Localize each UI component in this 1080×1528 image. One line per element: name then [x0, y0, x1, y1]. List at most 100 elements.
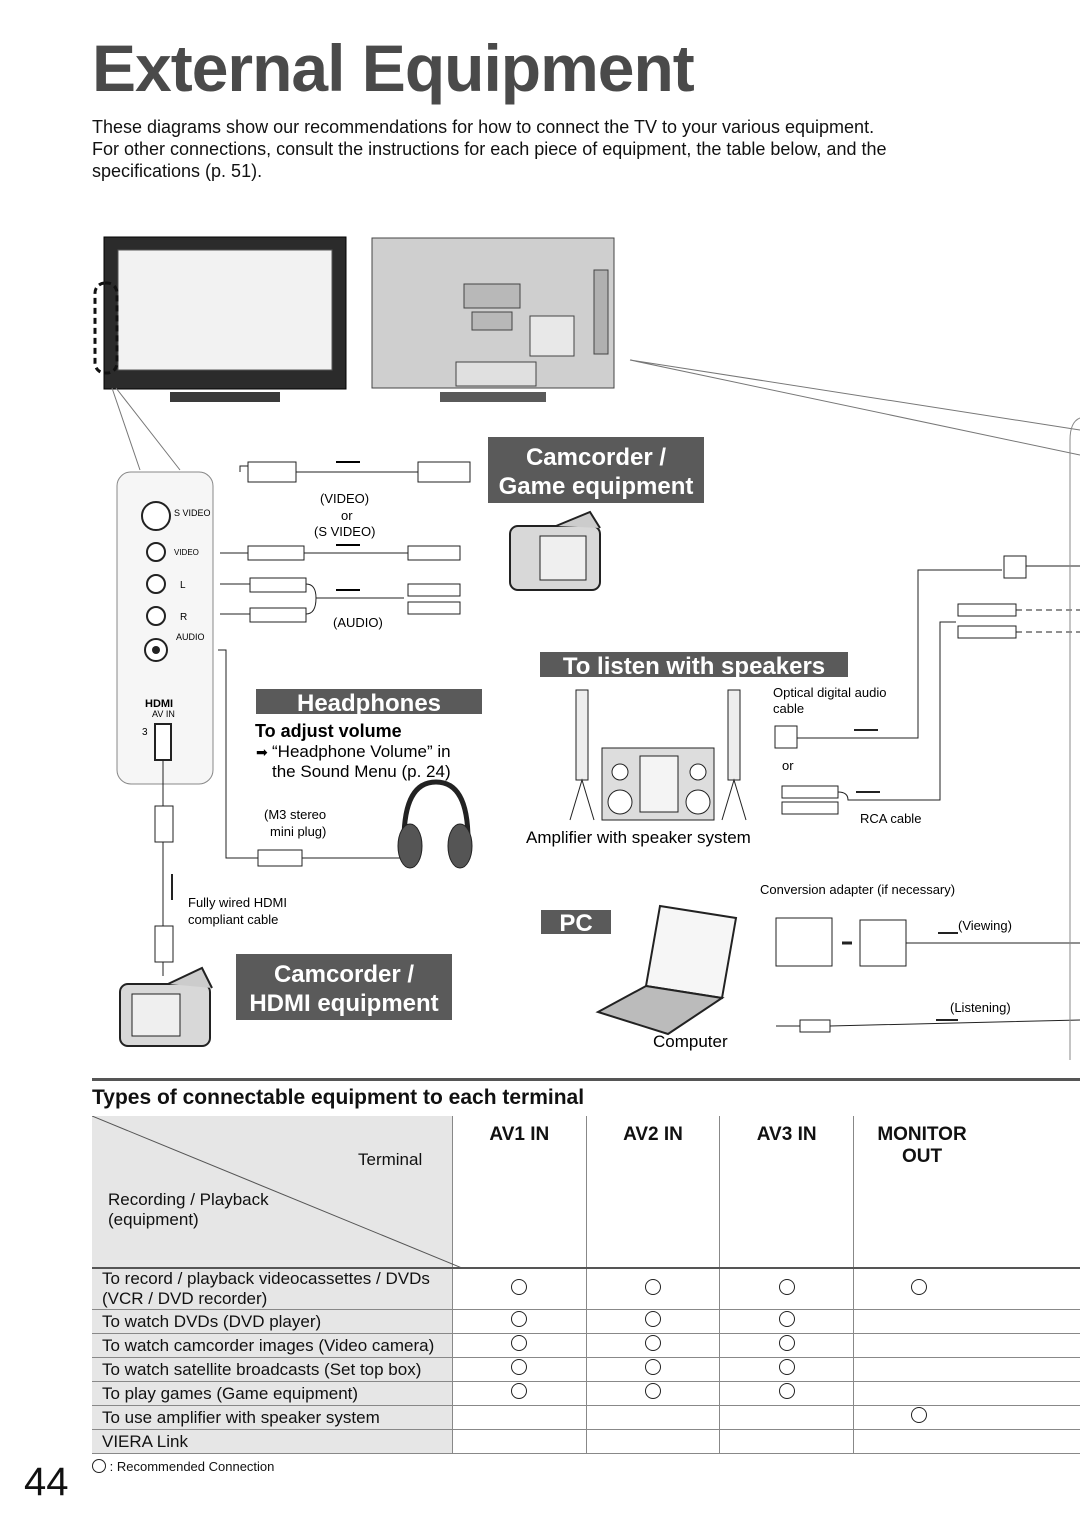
mark-cell	[585, 1381, 720, 1406]
row-label: To play games (Game equipment)	[92, 1381, 453, 1406]
recommended-circle-icon	[644, 1359, 661, 1375]
column-header-av2: AV2 IN	[585, 1116, 720, 1269]
optical-label-2: cable	[773, 701, 804, 716]
camcorder-hdmi-label-line1: Camcorder /	[274, 961, 414, 988]
audio-r-port[interactable]	[146, 606, 166, 626]
table-row: To play games (Game equipment)	[92, 1381, 1080, 1406]
camcorder-hdmi-label	[236, 954, 452, 1020]
audio-l-label: L	[180, 580, 186, 591]
mark-cell	[719, 1381, 854, 1406]
intro-text: These diagrams show our recommendations …	[92, 116, 1022, 182]
row-label-line1: To watch camcorder images (Video camera)	[102, 1335, 435, 1355]
recommended-circle-icon	[511, 1311, 528, 1327]
mark-cell	[585, 1268, 720, 1310]
optical-plug	[774, 725, 798, 749]
mark-cell	[853, 1268, 1080, 1310]
viewing-label: (Viewing)	[958, 918, 1012, 933]
audio-port-label: AUDIO	[176, 632, 205, 642]
conversion-adapter-label: Conversion adapter (if necessary)	[760, 882, 955, 897]
mark-cell	[719, 1429, 854, 1454]
arrow-icon: ➡	[256, 744, 268, 760]
table-corner-cell: Terminal Recording / Playback (equipment…	[92, 1116, 462, 1269]
recommended-circle-icon	[511, 1335, 528, 1351]
connection-diagram: S VIDEO VIDEO L R AUDIO HDMI AV IN 3 (VI…	[93, 236, 1080, 1060]
mark-cell	[452, 1357, 587, 1382]
column-header-av3-text: AV3 IN	[756, 1124, 817, 1145]
recommended-circle-icon	[511, 1383, 528, 1399]
s-video-port[interactable]	[141, 501, 171, 531]
mark-cell	[853, 1405, 1080, 1430]
row-label-line1: To use amplifier with speaker system	[102, 1407, 380, 1427]
recommended-circle-icon	[511, 1278, 528, 1295]
pc-label	[541, 910, 611, 934]
mark-cell	[585, 1357, 720, 1382]
mark-cell	[853, 1333, 1080, 1358]
row-label: To use amplifier with speaker system	[92, 1405, 453, 1430]
row-label: To watch DVDs (DVD player)	[92, 1309, 453, 1334]
column-header-av1: AV1 IN	[452, 1116, 587, 1269]
column-header-av3: AV3 IN	[719, 1116, 854, 1269]
corner-terminal-label: Terminal	[358, 1150, 423, 1169]
audio-cable-label: (AUDIO)	[333, 615, 383, 630]
laptop-illustration	[595, 904, 738, 1036]
recommended-circle-icon	[511, 1359, 528, 1375]
tv-front-illustration	[93, 236, 347, 402]
recommended-circle-icon	[778, 1383, 795, 1399]
headphones-label	[256, 689, 482, 714]
video-port[interactable]	[146, 542, 166, 562]
table-row: To record / playback videocassettes / DV…	[92, 1268, 1080, 1310]
video-port-label: VIDEO	[174, 548, 199, 557]
camcorder-game-label-line1: Camcorder /	[526, 444, 666, 471]
mark-cell	[853, 1429, 1080, 1454]
table-row: To watch camcorder images (Video camera)	[92, 1333, 1080, 1358]
recommended-circle-icon	[778, 1311, 795, 1327]
column-header-av2-text: AV2 IN	[623, 1124, 683, 1145]
mark-cell	[452, 1333, 587, 1358]
side-terminal-panel: S VIDEO VIDEO L R AUDIO HDMI AV IN 3	[116, 471, 214, 785]
mark-cell	[719, 1333, 854, 1358]
mark-cell	[585, 1333, 720, 1358]
m3-plug-label-2: mini plug)	[270, 824, 326, 839]
hdmi-camcorder-illustration	[119, 966, 213, 1047]
row-label: To record / playback videocassettes / DV…	[92, 1268, 453, 1310]
mark-cell	[585, 1429, 720, 1454]
hdmi-port[interactable]	[154, 723, 172, 761]
mark-cell	[853, 1357, 1080, 1382]
s-video-cable-label: (S VIDEO)	[314, 524, 375, 539]
hdmi-logo: HDMI	[145, 698, 173, 710]
rca-cable-label: RCA cable	[860, 811, 921, 826]
or-label-2: or	[782, 758, 794, 773]
recommended-circle-icon	[644, 1278, 661, 1295]
or-label: or	[341, 508, 353, 523]
av-cables	[220, 461, 471, 623]
table-title: Types of connectable equipment to each t…	[92, 1086, 585, 1109]
hdmi-cable-label-1: Fully wired HDMI	[188, 895, 287, 910]
camcorder-illustration	[509, 510, 601, 591]
amplifier-speaker-illustration	[569, 689, 747, 821]
corner-equipment-line2: (equipment)	[108, 1210, 199, 1229]
column-header-monitor-out: MONITOR OUT	[853, 1116, 1080, 1269]
row-label-line1: To record / playback videocassettes / DV…	[102, 1269, 430, 1288]
adjust-volume-line2: the Sound Menu (p. 24)	[272, 762, 451, 781]
audio-l-port[interactable]	[146, 574, 166, 594]
terminal-table: Terminal Recording / Playback (equipment…	[92, 1116, 1080, 1454]
recommended-circle-icon	[644, 1311, 661, 1327]
speakers-label	[540, 652, 848, 677]
table-row: To watch satellite broadcasts (Set top b…	[92, 1357, 1080, 1382]
table-row: To use amplifier with speaker system	[92, 1405, 1080, 1430]
row-label-line1: To watch satellite broadcasts (Set top b…	[102, 1359, 422, 1379]
recommended-circle-icon	[911, 1407, 927, 1423]
intro-line-3: specifications (p. 51).	[92, 161, 263, 181]
s-video-port-label: S VIDEO	[174, 508, 211, 518]
mark-cell	[452, 1309, 587, 1334]
row-label: To watch camcorder images (Video camera)	[92, 1333, 453, 1358]
mark-cell	[719, 1268, 854, 1310]
mark-cell	[719, 1357, 854, 1382]
mark-cell	[452, 1381, 587, 1406]
recommended-circle-icon	[778, 1335, 795, 1351]
hdmi-cable	[154, 760, 174, 976]
audio-r-label: R	[180, 612, 187, 623]
column-header-monitor-out-text: MONITOR OUT	[877, 1124, 967, 1167]
camcorder-hdmi-label-line2: HDMI equipment	[249, 990, 438, 1017]
mark-cell	[719, 1405, 854, 1430]
